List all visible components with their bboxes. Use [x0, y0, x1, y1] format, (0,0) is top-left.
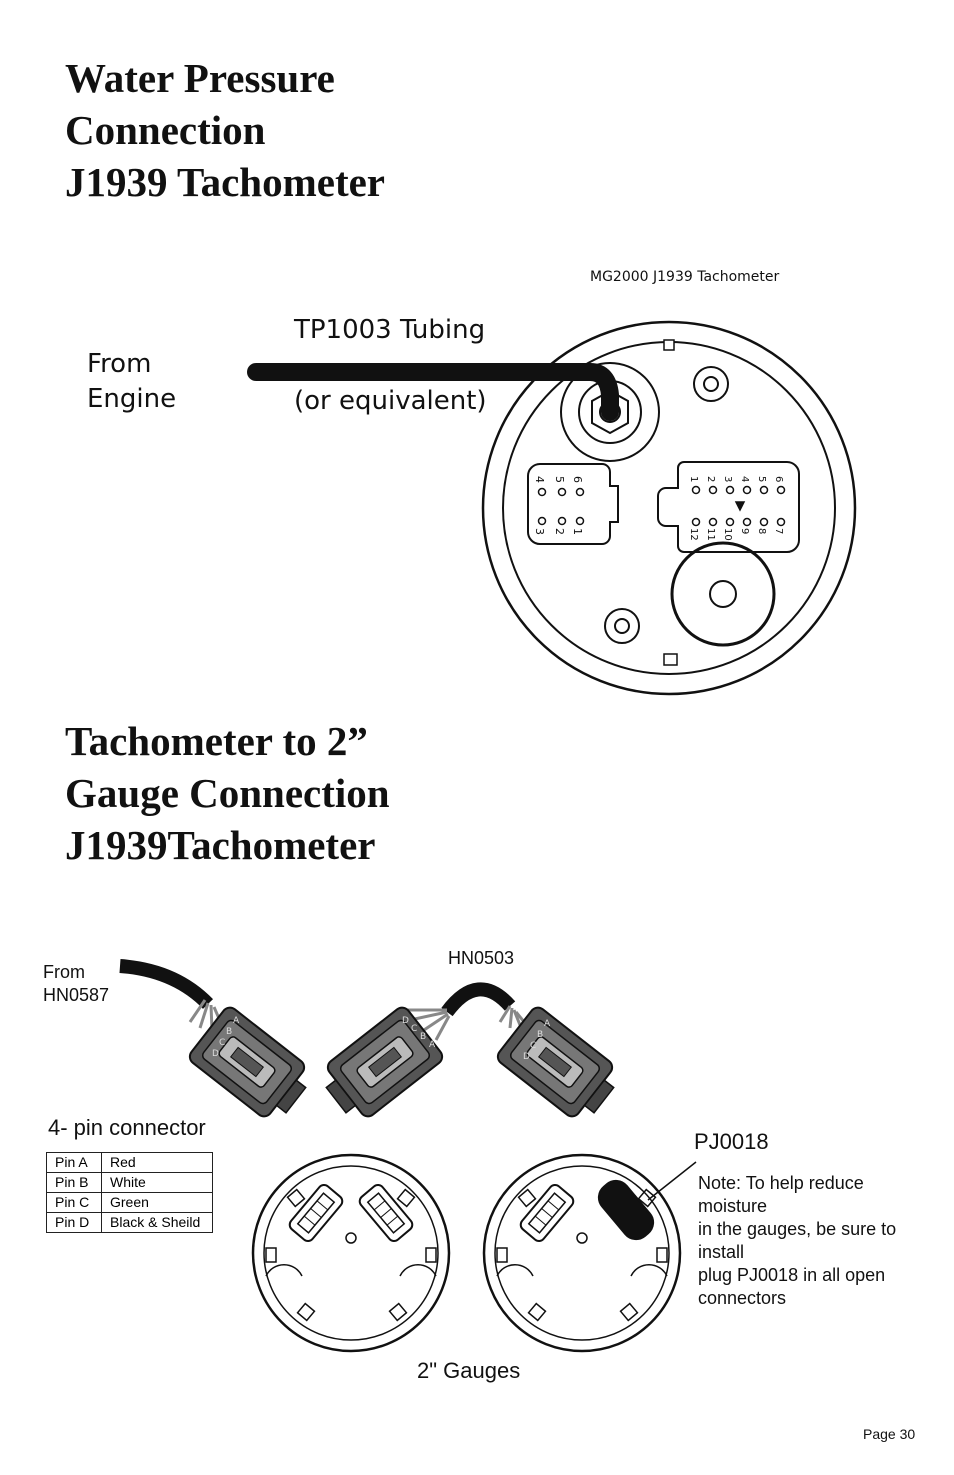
- gauge-right: [482, 1153, 682, 1353]
- pin-label: 2: [553, 528, 566, 535]
- six-pin-labels: 6 5 4 1 2 3: [533, 476, 584, 535]
- pin-label: 11: [705, 528, 716, 541]
- plug-letter: A: [233, 1016, 240, 1026]
- note-line: moisture: [698, 1196, 768, 1216]
- pin-label: 3: [533, 528, 546, 535]
- plug-letter: D: [523, 1052, 530, 1062]
- pin-label: 6: [773, 476, 784, 482]
- pin-label: 4: [533, 476, 546, 483]
- pin-label: 3: [722, 476, 733, 482]
- pin-label: 4: [739, 476, 750, 482]
- title-line: Gauge Connection: [65, 770, 390, 816]
- four-pin-label: 4- pin connector: [48, 1115, 206, 1140]
- from-engine-line: From: [87, 349, 152, 379]
- twelve-pin-labels: 6 5 4 3 2 1 7 8 9 10 11 12: [688, 476, 784, 541]
- from-engine-label: From Engine: [87, 347, 176, 417]
- plug-letter: B: [420, 1032, 426, 1042]
- hn0503-cable: [441, 982, 516, 1017]
- plug-letter: C: [411, 1024, 417, 1034]
- plug-letter: A: [429, 1040, 436, 1050]
- gauges-label: 2" Gauges: [417, 1358, 521, 1383]
- color-cell: Red: [101, 1152, 213, 1173]
- pin-label: 10: [722, 528, 733, 541]
- pin-label: 12: [688, 528, 699, 541]
- color-cell: Green: [101, 1192, 213, 1213]
- plug-letter: B: [537, 1030, 543, 1040]
- table-row: Pin A Red: [46, 1152, 213, 1173]
- plug-1-letters: A B C D: [212, 1016, 240, 1059]
- table-row: Pin B White: [46, 1172, 213, 1193]
- plug-letter: B: [226, 1027, 232, 1037]
- hn0503-label: HN0503: [448, 948, 515, 968]
- plug-connector-2: [325, 1006, 444, 1118]
- hn0503-wires-right: [498, 1005, 536, 1035]
- note-line: install: [698, 1242, 745, 1262]
- note-line: plug PJ0018 in all open: [698, 1265, 886, 1285]
- plug-letter: C: [530, 1041, 536, 1051]
- pin-cell: Pin B: [46, 1172, 102, 1193]
- plug-connector-1: [188, 1006, 307, 1118]
- gauge-left: [251, 1153, 451, 1353]
- plug-letter: D: [212, 1049, 219, 1059]
- pin-cell: Pin D: [46, 1212, 102, 1233]
- tubing-label: TP1003 Tubing: [294, 315, 486, 345]
- pin-label: 5: [756, 476, 767, 482]
- pin-label: 7: [773, 528, 784, 534]
- six-pin-connector: [537, 487, 585, 526]
- plug-2-letters: D C B A: [402, 1016, 436, 1050]
- twelve-pin-connector: [691, 485, 786, 527]
- mg2000-label: MG2000 J1939 Tachometer: [590, 269, 780, 285]
- pin-label: 1: [688, 476, 699, 482]
- note-line: in the gauges, be sure to: [698, 1219, 897, 1239]
- from-hn0587-line: From: [43, 962, 85, 982]
- from-engine-line: Engine: [87, 384, 177, 414]
- pin-label: 8: [756, 528, 767, 534]
- pin-label: 6: [571, 476, 584, 483]
- section-title-gauge-connection: Tachometer to 2” Gauge Connection J1939T…: [65, 715, 390, 871]
- plug-1-wires: [188, 999, 226, 1031]
- plug-letter: A: [544, 1019, 551, 1029]
- pin-cell: Pin A: [46, 1152, 102, 1173]
- color-cell: White: [101, 1172, 213, 1193]
- title-line: Tachometer to 2”: [65, 718, 368, 764]
- pin-label: 2: [705, 476, 716, 482]
- tachometer-body: [481, 320, 857, 696]
- pin-label: 5: [553, 476, 566, 483]
- title-line: J1939Tachometer: [65, 822, 376, 868]
- section-title-water-pressure: Water Pressure Connection J1939 Tachomet…: [65, 52, 385, 208]
- color-cell: Black & Sheild: [101, 1212, 213, 1233]
- title-line: J1939 Tachometer: [65, 159, 385, 205]
- hn0503-wires-left: [400, 1008, 451, 1041]
- pj0018-label: PJ0018: [694, 1129, 769, 1154]
- pj0018-pointer: [647, 1161, 697, 1201]
- title-line: Water Pressure: [65, 55, 335, 101]
- hn0587-cable: [119, 959, 214, 1009]
- title-line: Connection: [65, 107, 266, 153]
- table-row: Pin C Green: [46, 1192, 213, 1213]
- note-line: connectors: [698, 1288, 787, 1308]
- plug-3-letters: A B C D: [523, 1019, 551, 1062]
- table-row: Pin D Black & Sheild: [46, 1212, 213, 1233]
- plug-letter: D: [402, 1016, 409, 1026]
- moisture-note: Note: To help reduce moisture in the gau…: [698, 1172, 896, 1310]
- page-number: Page 30: [863, 1426, 916, 1442]
- plug-connector-3: [496, 1006, 615, 1118]
- equivalent-label: (or equivalent): [294, 386, 487, 416]
- from-hn0587-line: HN0587: [43, 985, 110, 1005]
- pin-color-table: Pin A Red Pin B White Pin C Green Pin D …: [46, 1152, 213, 1233]
- pin-label: 9: [739, 528, 750, 534]
- pj0018-plug: [597, 1179, 655, 1241]
- note-line: Note: To help reduce: [698, 1173, 864, 1193]
- pin-cell: Pin C: [46, 1192, 102, 1213]
- plug-letter: C: [219, 1038, 225, 1048]
- from-hn0587-label: From HN0587: [43, 961, 109, 1007]
- pin-label: 1: [571, 528, 584, 535]
